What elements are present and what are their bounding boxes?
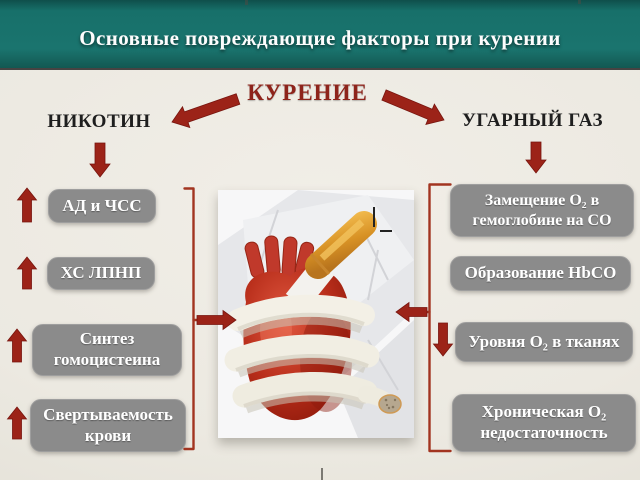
factor-label: ХС ЛПНП	[60, 263, 142, 283]
right-bracket	[428, 183, 452, 453]
heart-cigarette-snake-image	[218, 190, 414, 438]
factor-label: Уровня O₂ в тканях	[468, 331, 620, 351]
arrow-increase-clotting	[6, 406, 28, 440]
factor-label: Хроническая O₂ недостаточность	[480, 402, 608, 442]
slide-artifact-mark	[578, 0, 581, 4]
arrow-smoking-to-nicotine	[171, 93, 241, 129]
factor-box-hbco-formation: Образование HbCO	[450, 256, 631, 291]
smoking-root-label: КУРЕНИЕ	[247, 80, 368, 105]
arrow-decrease-tissue-oxygen	[432, 322, 454, 357]
arrow-smoking-to-carbon-monoxide	[381, 89, 445, 125]
factor-box-homocysteine: Синтез гомоцистеина	[32, 324, 182, 376]
factor-box-blood-clotting: Свертываемость крови	[30, 399, 186, 452]
nicotine-branch-label: НИКОТИН	[47, 111, 151, 132]
factor-box-chronic-hypoxia: Хроническая O₂ недостаточность	[452, 394, 636, 452]
factor-label: Замещение O₂ в гемоглобине на CO	[472, 191, 612, 229]
factor-box-oxygen-replacement: Замещение O₂ в гемоглобине на CO	[450, 184, 634, 237]
title-bar: Основные повреждающие факторы при курени…	[0, 0, 640, 70]
factor-label: Образование HbCO	[464, 263, 617, 283]
slide-artifact-mark	[245, 0, 248, 5]
factor-label: АД и ЧСС	[62, 195, 142, 215]
arrow-increase-blood-pressure	[16, 187, 38, 223]
slide-artifact-mark	[321, 468, 323, 480]
factor-box-ldl-cholesterol: ХС ЛПНП	[47, 257, 155, 290]
watermark-crop-marks	[373, 207, 392, 232]
snake-coil	[224, 294, 380, 414]
factor-label: Свертываемость крови	[43, 404, 173, 445]
arrow-increase-homocysteine	[6, 328, 28, 363]
factor-label: Синтез гомоцистеина	[53, 329, 161, 369]
page-title: Основные повреждающие факторы при курени…	[79, 25, 561, 50]
carbon-monoxide-branch-label: УГАРНЫЙ ГАЗ	[461, 110, 604, 131]
arrow-carbon-monoxide-down	[525, 141, 547, 174]
arrow-nicotine-down	[89, 142, 111, 178]
arrow-increase-ldl	[16, 256, 38, 290]
factor-box-tissue-oxygen-level: Уровня O₂ в тканях	[455, 322, 633, 362]
heart-cigarette-snake-illustration	[218, 190, 414, 438]
snake-head-burning-tip	[357, 385, 402, 414]
factor-box-blood-pressure: АД и ЧСС	[48, 189, 156, 223]
